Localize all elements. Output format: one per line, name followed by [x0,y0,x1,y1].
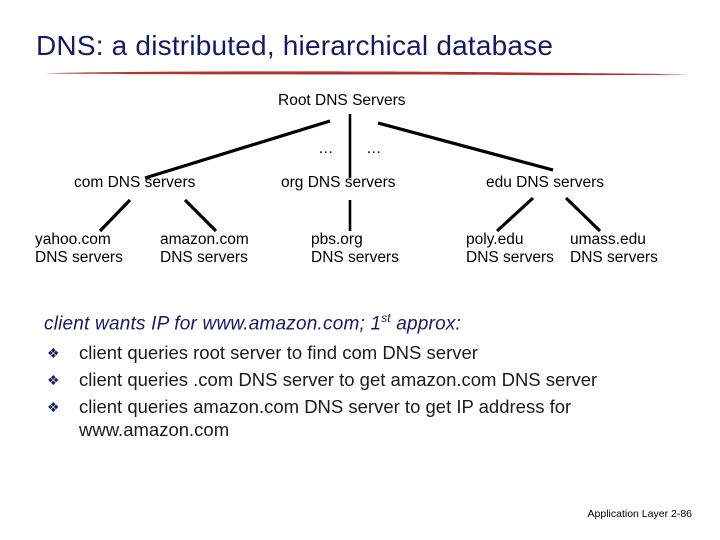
lead-suffix: approx: [390,313,462,335]
node-pbs-line2: DNS servers [311,248,399,266]
floret-bullet-icon: ❖ [47,345,60,362]
node-yahoo-line1: yahoo.com [35,231,111,248]
ellipsis-left: … [318,140,334,157]
lead-ordinal-suffix: st [381,312,391,325]
node-com-dns-servers: com DNS servers [74,174,196,191]
floret-bullet-icon: ❖ [47,372,60,389]
list-item: ❖ client queries .com DNS server to get … [44,368,684,391]
dns-hierarchy-diagram: Root DNS Servers … … com DNS servers org… [0,88,720,288]
node-umass-line1: umass.edu [570,231,646,248]
lead-statement: client wants IP for www.amazon.com; 1st … [44,312,684,335]
node-yahoo-dns-servers: yahoo.com DNS servers [35,231,123,266]
node-pbs-dns-servers: pbs.org DNS servers [311,231,399,266]
node-edu-dns-servers: edu DNS servers [486,174,605,191]
list-item-text: client queries root server to find com D… [79,342,478,364]
ellipsis-right: … [366,140,382,157]
list-item-text: client queries .com DNS server to get am… [79,369,598,391]
list-item: ❖ client queries root server to find com… [44,341,684,364]
bullet-list: ❖ client queries root server to find com… [44,341,684,441]
node-yahoo-line2: DNS servers [35,248,123,266]
list-item-text: client queries amazon.com DNS server to … [79,396,572,441]
lead-prefix: client wants IP for www.amazon.com; 1 [44,313,382,335]
floret-bullet-icon: ❖ [47,399,60,416]
node-amazon-dns-servers: amazon.com DNS servers [160,231,249,266]
node-umass-line2: DNS servers [570,248,658,266]
node-poly-line1: poly.edu [466,231,524,248]
node-umass-dns-servers: umass.edu DNS servers [570,231,658,266]
page-title: DNS: a distributed, hierarchical databas… [36,30,554,61]
node-pbs-line1: pbs.org [311,231,363,248]
title-underline-rule [40,71,688,76]
node-poly-dns-servers: poly.edu DNS servers [466,231,554,266]
node-amazon-line2: DNS servers [160,248,248,266]
node-amazon-line1: amazon.com [160,231,249,248]
list-item: ❖ client queries amazon.com DNS server t… [44,395,684,441]
slide-footer: Application Layer 2-86 [587,508,692,520]
node-org-dns-servers: org DNS servers [281,174,396,191]
body-content: client wants IP for www.amazon.com; 1st … [44,312,684,445]
node-root-dns-servers: Root DNS Servers [278,92,406,109]
node-poly-line2: DNS servers [466,248,554,266]
diagram-connector-lines [98,114,602,233]
